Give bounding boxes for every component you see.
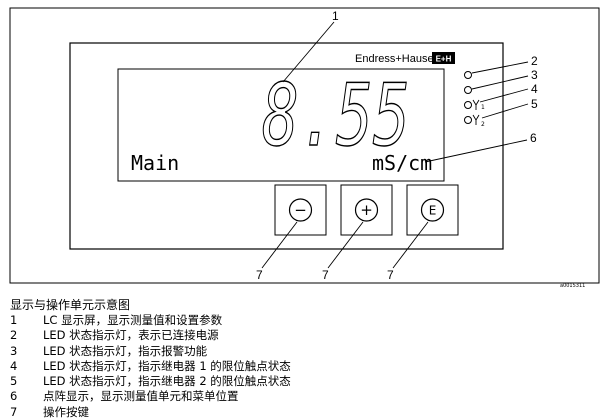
key-minus[interactable]: − [274, 184, 327, 236]
device-front-panel-diagram: Endress+Hauser E+H 8.55 Main mS/cm 1 2 −… [9, 7, 600, 284]
legend-item: 2 LED 状态指示灯，表示已连接电源 [10, 328, 291, 343]
figure-id: a0015311 [560, 283, 586, 289]
legend-item-number: 5 [10, 374, 18, 389]
legend-item: 5 LED 状态指示灯，指示继电器 2 的限位触点状态 [10, 374, 291, 389]
unit-label: mS/cm [372, 151, 432, 175]
legend-item-number: 4 [10, 358, 18, 373]
lc-display [117, 68, 445, 182]
callout-7a: 7 [256, 268, 263, 282]
led-relay-1 [464, 101, 472, 109]
brand-logo: E+H [432, 52, 455, 64]
legend-item-text: 操作按键 [43, 404, 89, 419]
key-enter[interactable]: E [406, 184, 459, 236]
caption-title: 显示与操作单元示意图 [10, 298, 131, 312]
callout-5: 5 [531, 97, 538, 111]
brand-label: Endress+Hauser [355, 53, 438, 65]
legend-item-text: 点阵显示，显示测量值单元和菜单位置 [43, 389, 239, 404]
led-power [464, 71, 472, 79]
legend-item-text: LED 状态指示灯，指示继电器 2 的限位触点状态 [43, 374, 291, 389]
callout-numbers: 1 2 3 4 5 6 7 7 7 [256, 9, 538, 282]
legend-item: 3 LED 状态指示灯，指示报警功能 [10, 344, 291, 359]
legend-item: 7 操作按键 [10, 405, 291, 420]
callout-leaders [261, 21, 529, 269]
callout-7b: 7 [322, 268, 329, 282]
key-plus-symbol: + [360, 201, 373, 219]
callout-6: 6 [530, 131, 537, 145]
measured-value: 8.55 [262, 66, 410, 166]
key-enter-symbol: E [429, 204, 437, 218]
legend-item-number: 2 [10, 328, 18, 343]
legend-item-number: 7 [10, 404, 18, 419]
callout-7c: 7 [387, 268, 394, 282]
legend-item-text: LED 状态指示灯，表示已连接电源 [43, 328, 219, 343]
operating-keys: − + E [274, 184, 459, 236]
legend-item: 1 LC 显示屏，显示测量值和设置参数 [10, 313, 291, 328]
brand-logo-mark: E+H [436, 55, 452, 64]
legend-item-text: LC 显示屏，显示测量值和设置参数 [43, 313, 223, 327]
legend-item: 4 LED 状态指示灯，指示继电器 1 的限位触点状态 [10, 359, 291, 374]
led-indicators [464, 71, 472, 124]
relay-icons [472, 99, 480, 125]
led-relay-2-subscript: 2 [481, 121, 485, 128]
legend-item-number: 6 [10, 389, 18, 404]
legend-item-number: 3 [10, 343, 18, 358]
led-relay-2 [464, 116, 472, 124]
menu-position-label: Main [131, 151, 179, 175]
key-plus[interactable]: + [340, 184, 393, 236]
key-minus-symbol: − [294, 201, 307, 219]
legend-item-number: 1 [10, 313, 18, 327]
callout-3: 3 [531, 68, 538, 82]
led-alarm [464, 86, 472, 94]
callout-4: 4 [531, 82, 538, 96]
device-housing [69, 42, 504, 250]
legend-item-text: LED 状态指示灯，指示报警功能 [43, 343, 208, 358]
legend-item-text: LED 状态指示灯，指示继电器 1 的限位触点状态 [43, 358, 291, 373]
outer-frame [9, 7, 600, 284]
callout-2: 2 [531, 54, 538, 68]
led-relay-1-subscript: 1 [481, 104, 485, 111]
callout-1: 1 [332, 9, 339, 23]
legend-item: 6 点阵显示，显示测量值单元和菜单位置 [10, 389, 291, 404]
